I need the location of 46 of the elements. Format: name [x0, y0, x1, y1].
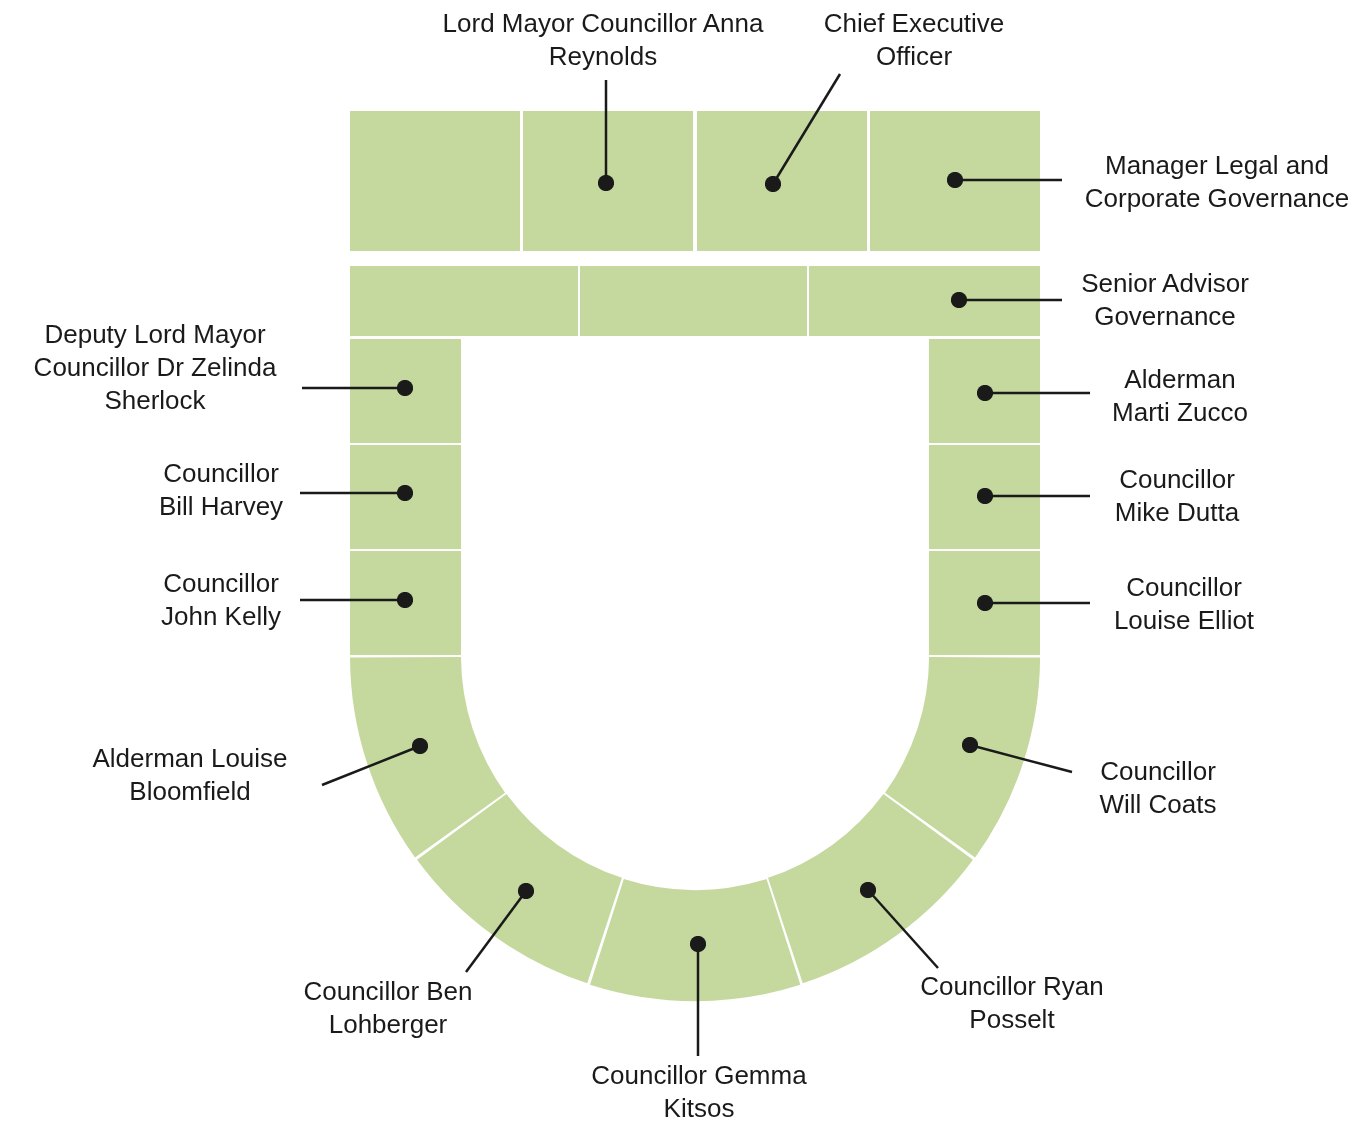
seat-segment	[589, 878, 801, 1001]
name-label: Councillor Ryan Posselt	[917, 970, 1107, 1036]
name-label: Chief Executive Officer	[804, 7, 1024, 73]
leader-line	[302, 379, 414, 397]
seat-block	[350, 266, 578, 336]
leader-line	[950, 291, 1062, 309]
seat-block	[870, 111, 1040, 251]
seat-block	[580, 266, 807, 336]
name-label: Alderman Louise Bloomfield	[65, 742, 315, 808]
name-label: Councillor Louise Elliot	[1094, 571, 1274, 637]
name-label: Lord Mayor Councillor Anna Reynolds	[438, 7, 768, 73]
name-label: Councillor Ben Lohberger	[283, 975, 493, 1041]
seat-block	[350, 339, 461, 443]
name-label: Councillor Bill Harvey	[146, 457, 296, 523]
seat-segment	[884, 657, 1040, 858]
leader-line	[946, 171, 1062, 189]
seat-block	[350, 111, 520, 251]
leader-line	[597, 80, 615, 192]
leader-line	[764, 73, 842, 193]
seat-block	[523, 111, 693, 251]
name-label: Senior Advisor Governance	[1065, 267, 1265, 333]
leader-line	[961, 736, 1073, 774]
seat-block	[350, 551, 461, 655]
leader-line	[689, 935, 707, 1056]
name-label: Councillor Mike Dutta	[1092, 463, 1262, 529]
seat-block	[929, 551, 1040, 655]
name-label: Alderman Marti Zucco	[1095, 363, 1265, 429]
seat-block	[929, 339, 1040, 443]
seat-segment	[350, 657, 506, 858]
seat-block	[697, 111, 867, 251]
leader-line	[321, 737, 429, 787]
seat-block	[929, 445, 1040, 549]
leader-line	[465, 882, 535, 973]
name-label: Manager Legal and Corporate Governance	[1067, 149, 1367, 215]
seat-block	[350, 445, 461, 549]
leader-line	[300, 591, 414, 609]
leader-line	[859, 881, 939, 969]
seat-block	[809, 266, 1040, 336]
leader-line	[300, 484, 414, 502]
name-label: Councillor John Kelly	[146, 567, 296, 633]
leader-line	[976, 384, 1090, 402]
leader-line	[976, 594, 1090, 612]
name-label: Councillor Gemma Kitsos	[589, 1059, 809, 1124]
name-label: Councillor Will Coats	[1083, 755, 1233, 821]
name-label: Deputy Lord Mayor Councillor Dr Zelinda Sherlock	[10, 318, 300, 417]
leader-line	[976, 487, 1090, 505]
